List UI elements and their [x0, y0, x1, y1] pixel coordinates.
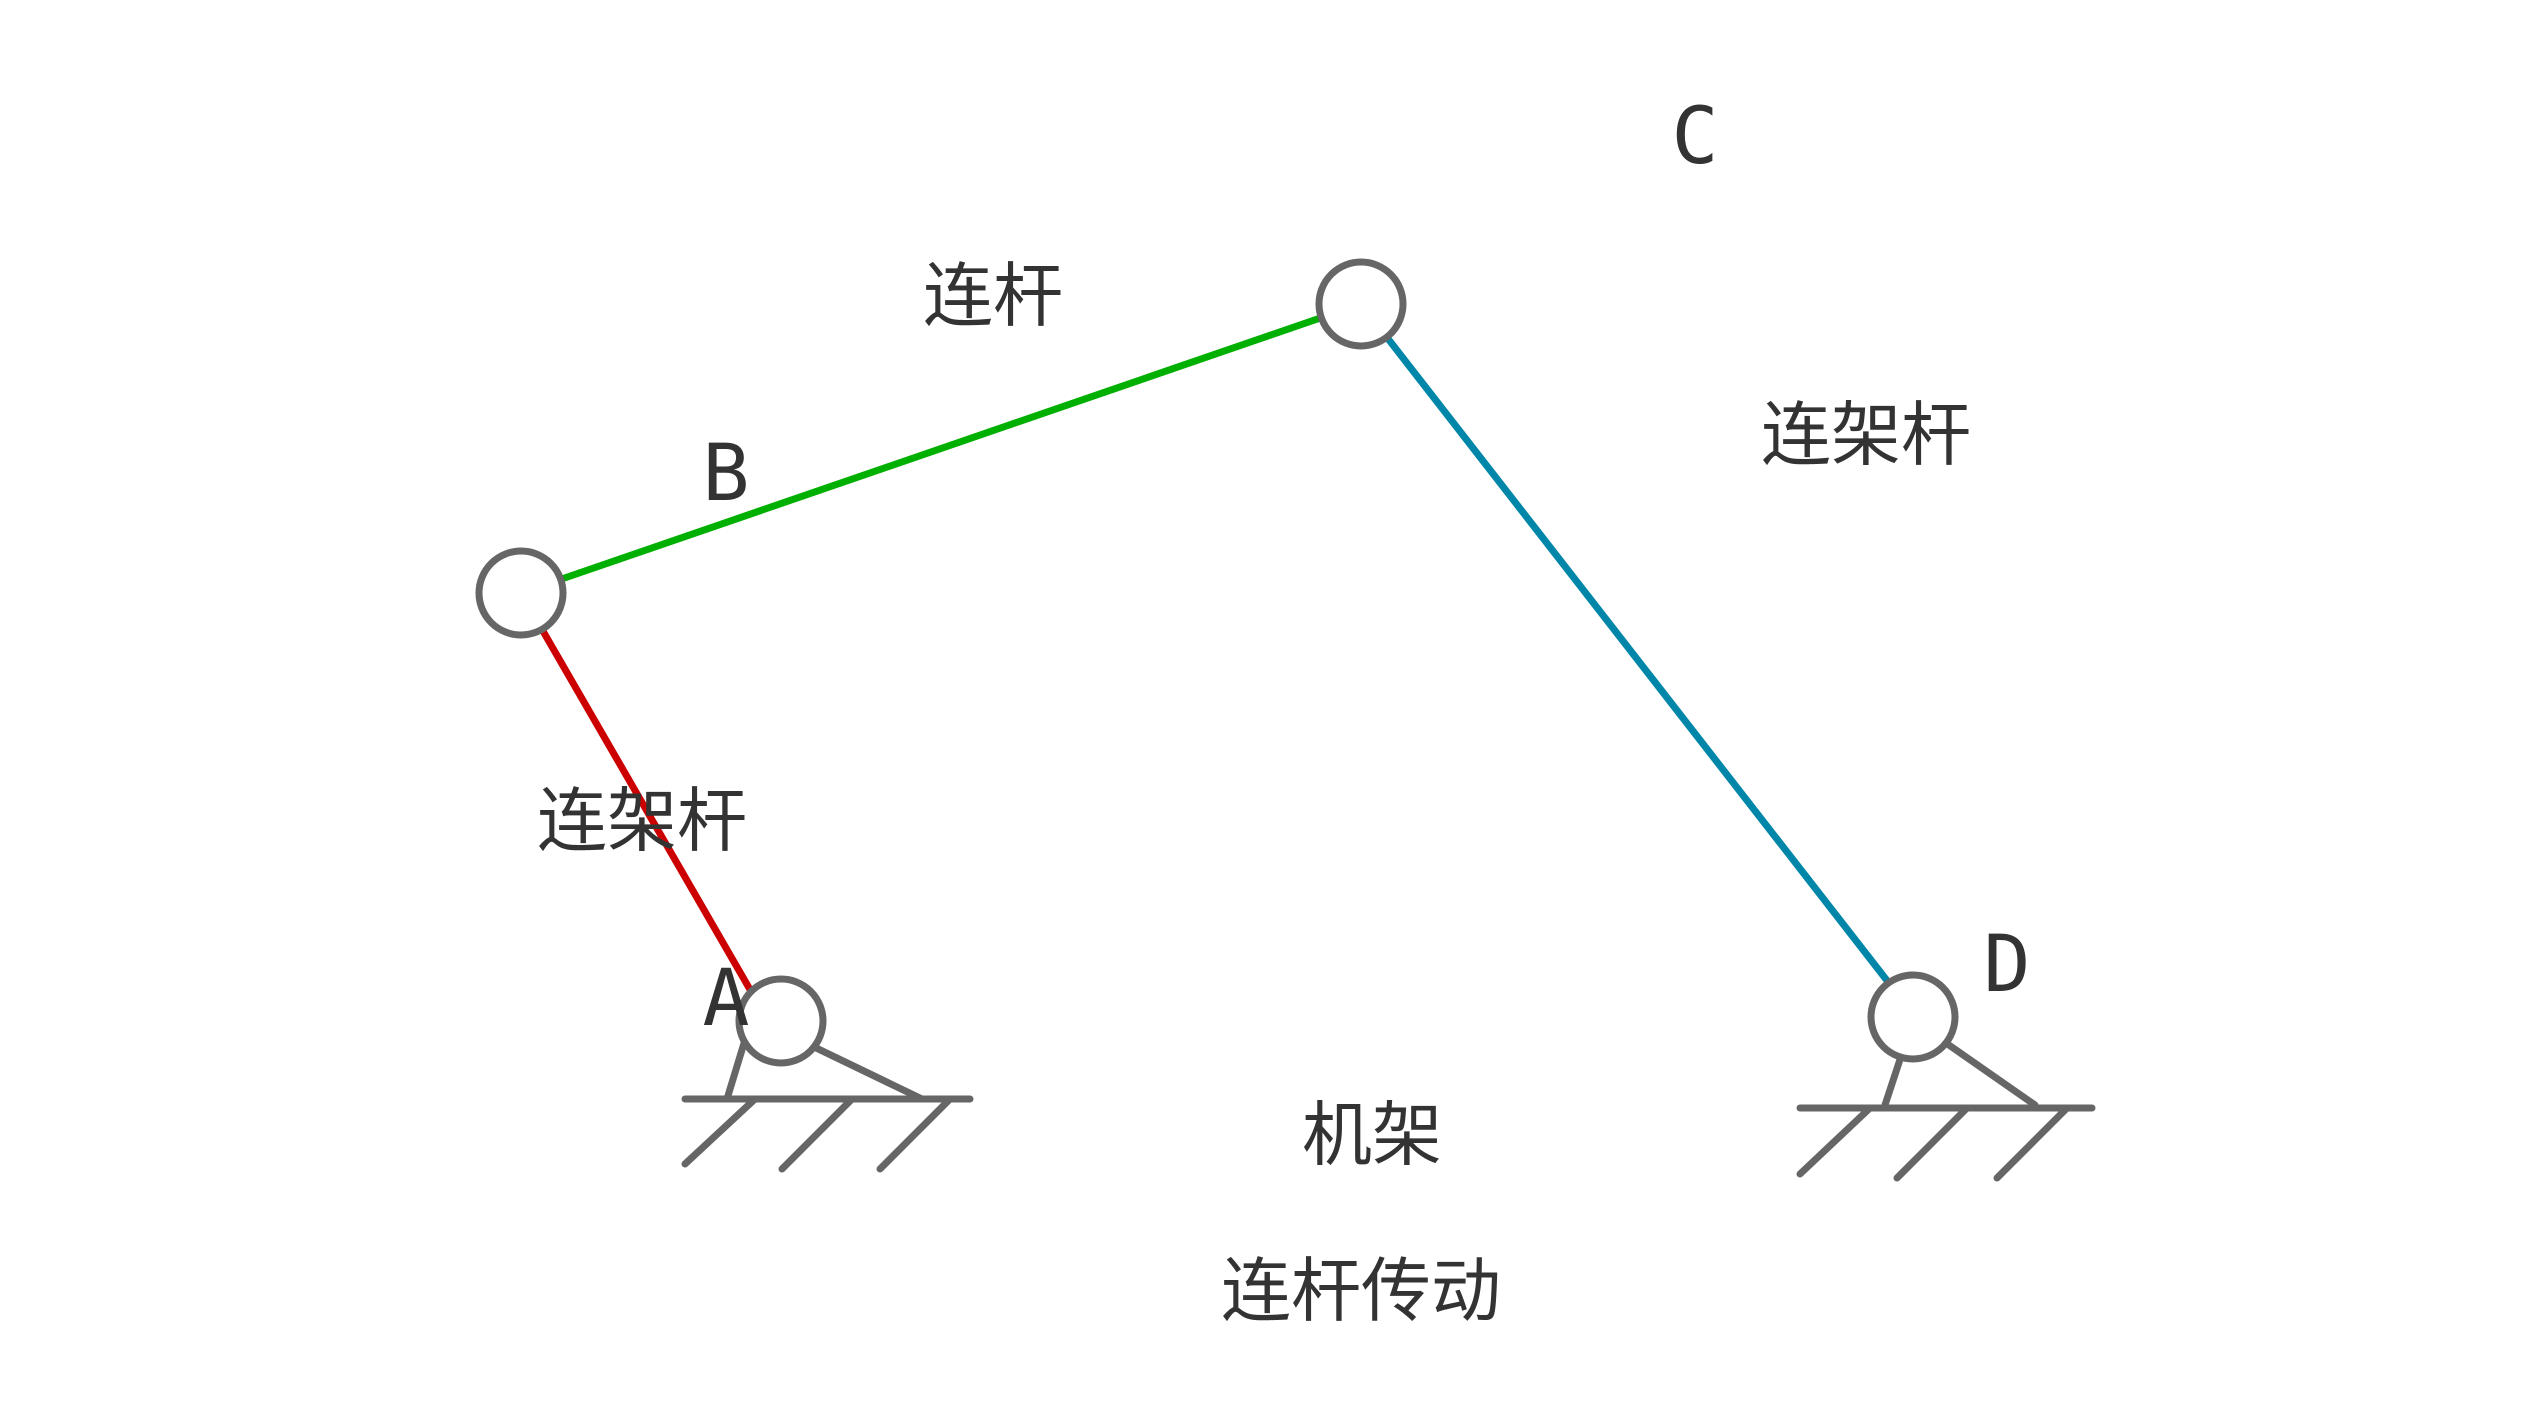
- label-a: A: [703, 954, 750, 1044]
- link-cd-name: 连架杆: [1761, 394, 1971, 476]
- link-ab-name: 连架杆: [537, 780, 747, 862]
- link-bc: [517, 300, 1365, 597]
- ground-d-hatch: [1893, 1104, 1971, 1182]
- ground-d-hatch: [1993, 1104, 2071, 1182]
- label-c: C: [1672, 92, 1719, 182]
- diagram-caption: 连杆传动: [1221, 1250, 1501, 1332]
- joint-a-icon: [735, 975, 827, 1067]
- label-b: B: [703, 429, 750, 519]
- joint-d-icon: [1867, 971, 1959, 1063]
- link-ab: [517, 589, 756, 997]
- ground-support-d: [1796, 1016, 2096, 1182]
- link-cd: [1357, 300, 1917, 1018]
- link-bc-name: 连杆: [923, 255, 1063, 337]
- label-d: D: [1984, 920, 2031, 1010]
- joint-c-icon: [1315, 258, 1407, 350]
- frame-name: 机架: [1302, 1094, 1442, 1176]
- ground-a-hatch: [876, 1095, 954, 1173]
- ground-a-hatch: [681, 1095, 759, 1168]
- ground-d-hatch: [1796, 1104, 1874, 1178]
- ground-a-hatch: [778, 1095, 856, 1173]
- joint-b-icon: [475, 547, 567, 639]
